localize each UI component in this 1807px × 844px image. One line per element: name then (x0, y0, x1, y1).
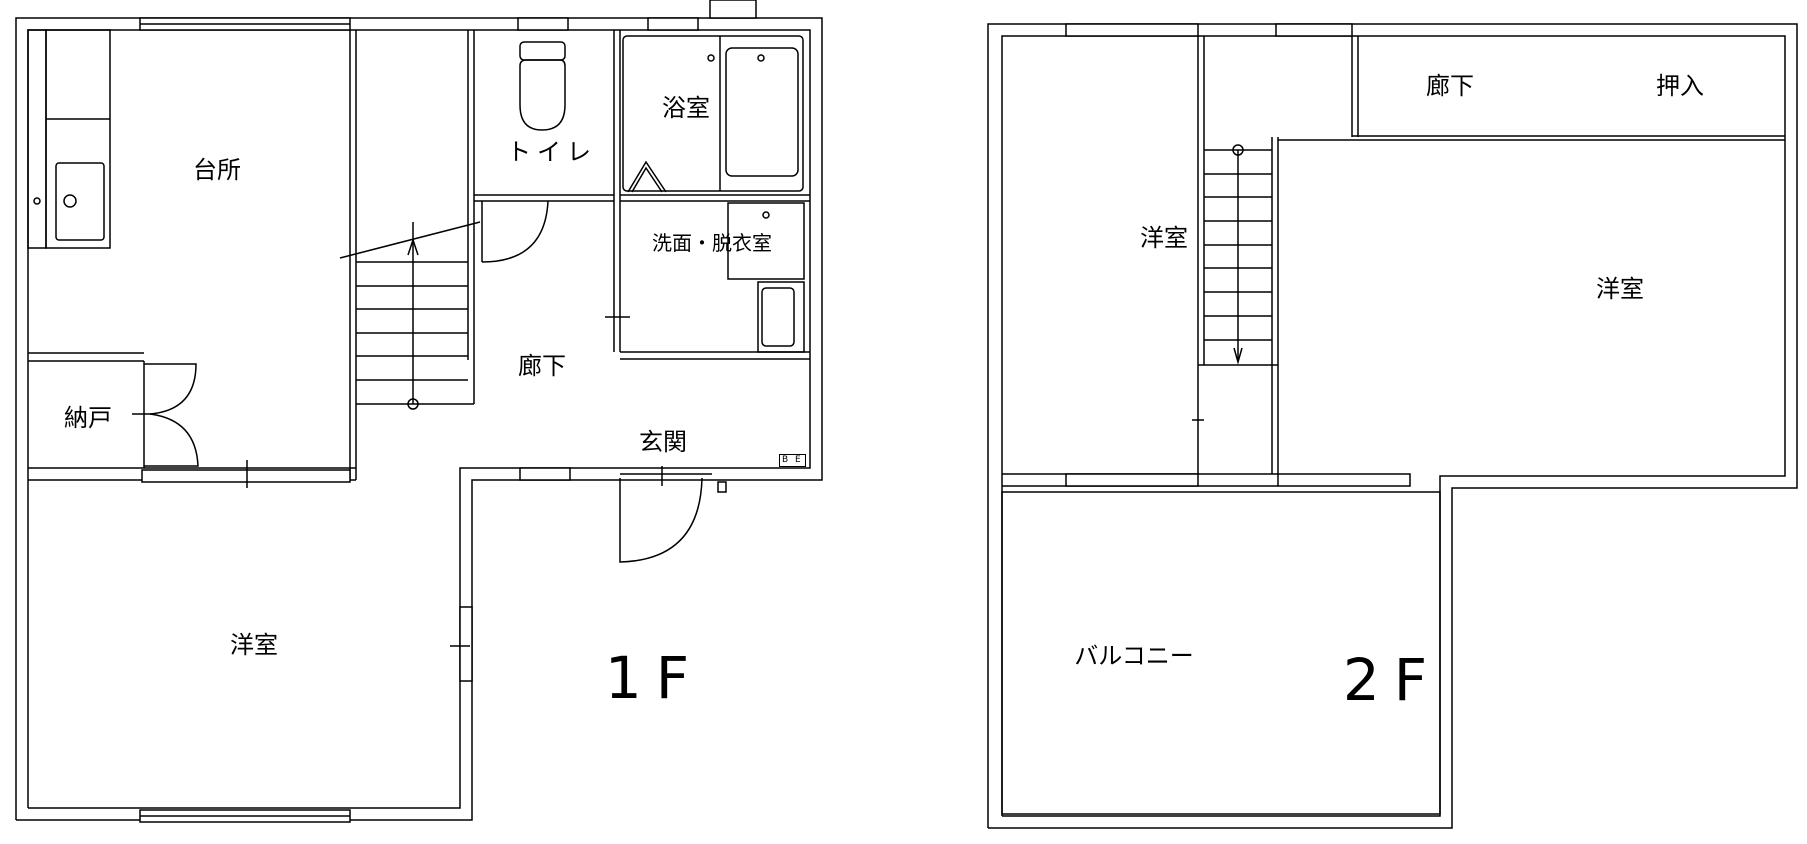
floor-1f-walls (15, 0, 823, 823)
room-label-washroom: 洗面・脱衣室 (652, 231, 772, 255)
room-label-hallway: 廊下 (518, 352, 566, 380)
floor-2f-walls (987, 23, 1798, 829)
room-label-western-room-right: 洋室 (1596, 275, 1644, 303)
room-label-toilet: トイレ (507, 138, 597, 166)
room-label-closet: 押入 (1656, 72, 1704, 100)
room-label-bathroom: 浴室 (662, 94, 710, 122)
room-label-western-room-left: 洋室 (1140, 224, 1188, 252)
room-label-balcony: バルコニー (1074, 642, 1194, 670)
floor-label-1f: 1F (604, 644, 704, 712)
room-label-storage: 納戸 (64, 404, 112, 432)
equipment-tag: B E (779, 454, 806, 467)
room-label-hallway-2f: 廊下 (1426, 72, 1474, 100)
room-label-kitchen: 台所 (193, 156, 241, 184)
room-label-entrance: 玄関 (639, 428, 687, 456)
floor-label-2f: 2F (1342, 646, 1442, 714)
room-label-western-room: 洋室 (230, 631, 278, 659)
